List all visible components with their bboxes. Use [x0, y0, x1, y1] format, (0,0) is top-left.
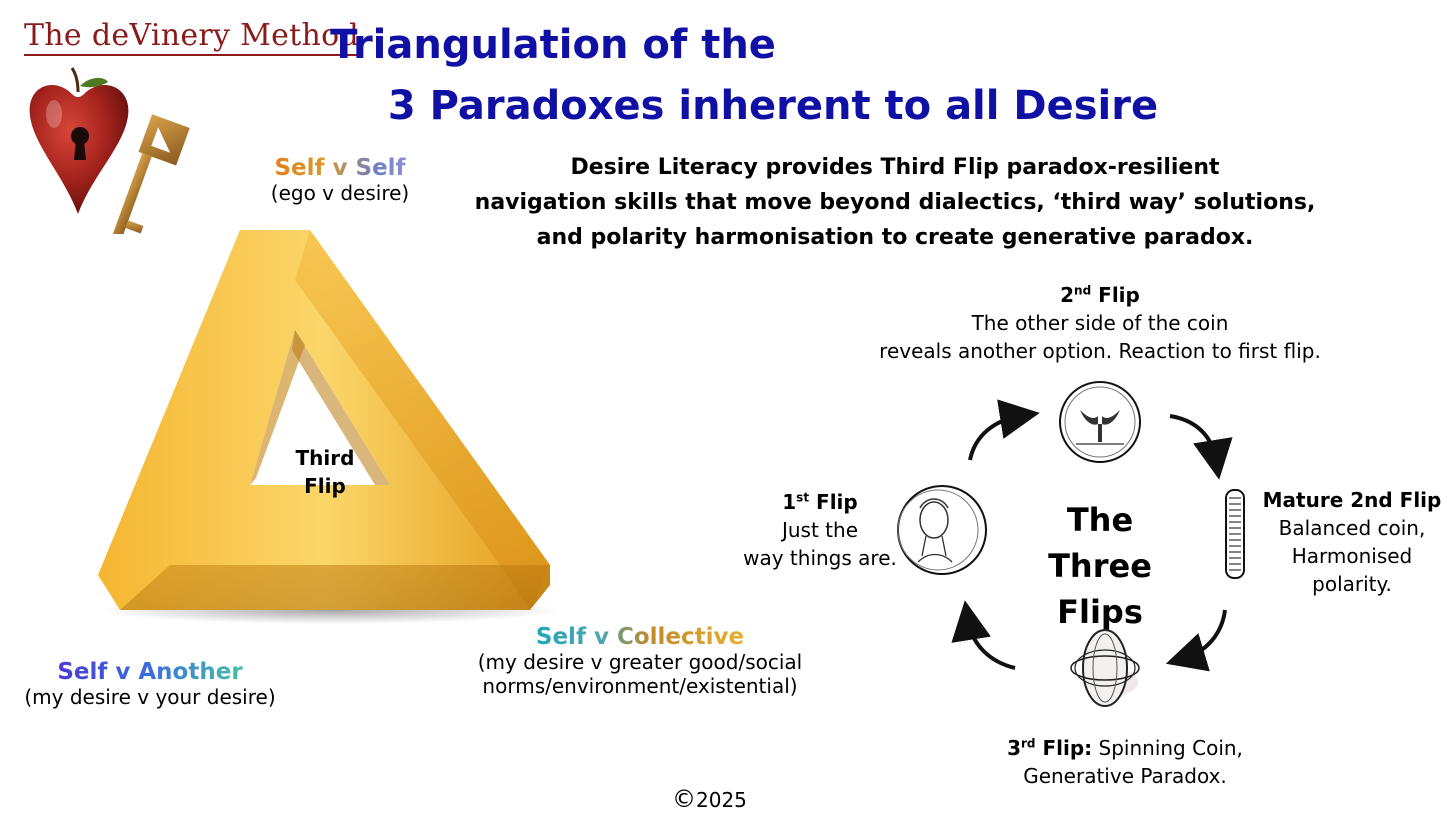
copyright-year: 2025	[696, 788, 747, 812]
coin-edge-icon	[1225, 489, 1245, 579]
intro-line-1: Desire Literacy provides Third Flip para…	[570, 155, 1220, 180]
label-self-v-another: Self v Another	[57, 659, 243, 685]
coin-tail-icon	[1059, 381, 1141, 463]
coin-face-icon	[897, 485, 987, 575]
curved-arrow-icon	[1165, 609, 1227, 672]
label-self-v-self: Self v Self	[274, 155, 406, 181]
triangle-center-label-1: Third	[295, 446, 355, 470]
third-flip-num: 3	[1007, 736, 1021, 760]
copyright: ©2025	[672, 785, 747, 813]
flips-center-label-1: The	[1066, 501, 1134, 539]
intro-line-2: navigation skills that move beyond diale…	[474, 190, 1316, 215]
impossible-triangle	[98, 230, 560, 624]
flips-center-label-2: Three Flips	[1048, 547, 1152, 631]
three-flips-diagram	[897, 381, 1245, 707]
apple-heart-icon	[29, 67, 129, 214]
curved-arrow-icon	[968, 399, 1040, 461]
mature-flip-line-3: polarity.	[1312, 572, 1392, 596]
copyright-symbol: ©	[672, 785, 696, 813]
mature-flip-line-1: Balanced coin,	[1278, 516, 1426, 540]
mature-flip-line-2: Harmonised	[1291, 544, 1413, 568]
second-flip-word: Flip	[1098, 283, 1140, 307]
spinning-coin-icon	[1070, 629, 1140, 707]
triangle-center-label-2: Flip	[304, 474, 346, 498]
third-flip-line-2: Generative Paradox.	[1023, 764, 1227, 788]
curved-arrow-icon	[1169, 414, 1233, 480]
label-self-v-another-sub: (my desire v your desire)	[24, 685, 276, 709]
second-flip-sup: nd	[1074, 283, 1092, 298]
curved-arrow-icon	[951, 600, 1016, 670]
title-line-2: 3 Paradoxes inherent to all Desire	[387, 83, 1159, 129]
label-self-v-collective-sub-1: (my desire v greater good/social	[477, 650, 803, 674]
first-flip-line-2: way things are.	[743, 546, 897, 570]
logo	[29, 67, 190, 234]
second-flip-num: 2	[1060, 283, 1075, 307]
intro-line-3: and polarity harmonisation to create gen…	[536, 225, 1254, 250]
third-flip-word: Flip:	[1042, 736, 1093, 760]
brand-title: The deVinery Method	[24, 18, 360, 56]
first-flip-sup: st	[796, 490, 810, 505]
first-flip-word: Flip	[816, 490, 858, 514]
second-flip-line-2: reveals another option. Reaction to firs…	[879, 339, 1321, 363]
label-self-v-collective: Self v Collective	[535, 624, 745, 650]
first-flip-num: 1	[782, 490, 797, 514]
label-self-v-collective-sub-2: norms/environment/existential)	[482, 674, 798, 698]
third-flip-sup: rd	[1021, 736, 1036, 751]
mature-flip-title: Mature 2nd Flip	[1262, 488, 1442, 512]
second-flip-line-1: The other side of the coin	[971, 311, 1229, 335]
first-flip-line-1: Just the	[781, 518, 858, 542]
third-flip-line-1: Spinning Coin,	[1092, 736, 1243, 760]
label-self-v-self-sub: (ego v desire)	[270, 181, 410, 205]
title-line-1: Triangulation of the	[330, 22, 776, 68]
